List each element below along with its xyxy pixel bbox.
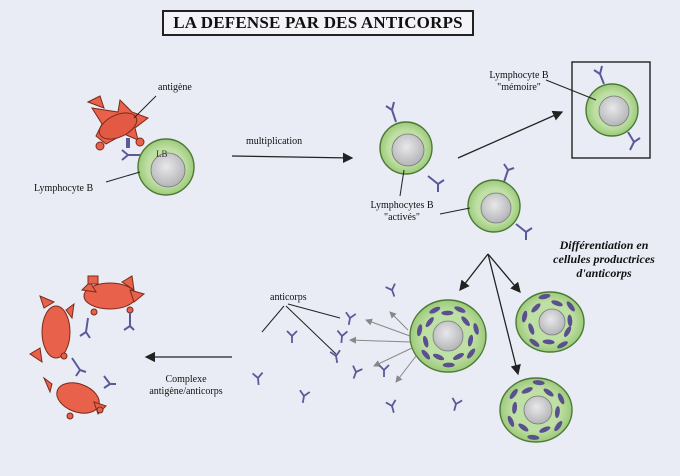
granule (442, 362, 455, 368)
granule (567, 314, 573, 327)
label-lb: LB (156, 149, 168, 159)
plasma-cell-2 (515, 291, 585, 353)
label-lymphocyte-memoire-line2: "mémoire" (497, 82, 541, 93)
granule (441, 310, 454, 316)
label-lymphocytes-actives: Lymphocytes B "activés" (360, 200, 444, 224)
title-text: LA DEFENSE PAR DES ANTICORPS (173, 13, 463, 32)
arrows-differentiation (459, 253, 521, 376)
lymphocyte-b-initial (121, 138, 195, 196)
antibody-icon (352, 365, 363, 379)
label-complexe-line1: Complexe (165, 374, 207, 385)
label-lymphocyte-memoire: Lymphocyte B "mémoire" (486, 70, 552, 94)
granule (538, 293, 551, 300)
granule (543, 388, 554, 397)
granule (564, 326, 572, 337)
granule (554, 421, 563, 432)
antibody-icon (385, 399, 397, 413)
label-differentiation-line2: cellules productrices (553, 252, 655, 266)
free-antibodies (252, 283, 463, 413)
granule (416, 324, 423, 337)
label-differentiation: Différentiation en cellules productrices… (538, 238, 670, 280)
label-complexe-line2: antigène/anticorps (149, 386, 223, 397)
granule (528, 323, 535, 335)
granule (557, 341, 568, 349)
granule (521, 310, 528, 323)
granule (529, 338, 540, 347)
label-lymphocyte-b: Lymphocyte B (34, 183, 94, 194)
lymphocyte-b-active-1 (379, 101, 445, 192)
arrow-to-memory (457, 110, 564, 159)
antibody-icon (329, 349, 341, 364)
arrow-multiplication (231, 152, 354, 164)
antibody-icon (451, 397, 463, 411)
antibody-icon (345, 311, 357, 326)
label-lymphocyte-memoire-line1: Lymphocyte B (489, 70, 549, 81)
antigen-antibody-complex (29, 275, 146, 420)
secretion-arrows (349, 311, 417, 383)
label-multiplication: multiplication (246, 136, 303, 147)
leader-lines (105, 79, 597, 215)
granule (532, 380, 545, 386)
lymphocyte-b-active-2 (467, 163, 533, 240)
label-anticorps: anticorps (270, 292, 307, 303)
granule (539, 426, 551, 433)
label-lymphocytes-actives-line1: Lymphocytes B (370, 200, 434, 211)
granule (467, 348, 476, 359)
granule (467, 334, 474, 347)
granule (507, 415, 515, 427)
granule (453, 353, 464, 360)
granule (518, 423, 529, 432)
granule (432, 353, 445, 361)
granule (473, 323, 479, 335)
granule (425, 317, 434, 328)
lymphocyte-b-memory (585, 65, 641, 151)
granule (512, 401, 518, 414)
granule (509, 388, 518, 399)
antibody-icon (286, 330, 298, 343)
granule (542, 339, 555, 345)
granule (527, 434, 540, 440)
label-antigene: antigène (158, 82, 192, 93)
antibody-icon (299, 389, 311, 404)
granule (454, 306, 466, 313)
granule (429, 306, 441, 314)
plasma-cell-3 (499, 377, 573, 443)
label-differentiation-line3: d'anticorps (576, 266, 632, 280)
granule (461, 316, 470, 327)
granule (554, 406, 560, 419)
label-complexe: Complexe antigène/anticorps (136, 374, 236, 398)
antibody-icon (385, 283, 396, 297)
label-lymphocytes-actives-line2: "activés" (384, 212, 420, 223)
granule (421, 349, 431, 360)
antigen-initial (86, 95, 150, 151)
anticorps-leaders (261, 303, 341, 355)
granule (557, 393, 565, 405)
antibody-icon (252, 372, 264, 386)
granule (566, 301, 575, 312)
memory-cell-box (571, 61, 651, 159)
antibody-icon (378, 364, 390, 377)
granule (551, 300, 563, 307)
granule (521, 387, 533, 394)
antibody-icon (336, 330, 348, 344)
granule (422, 335, 429, 348)
granule (531, 303, 541, 313)
label-differentiation-line1: Différentiation en (559, 238, 649, 252)
page-title: LA DEFENSE PAR DES ANTICORPS (162, 10, 474, 36)
plasma-granules (416, 293, 575, 440)
